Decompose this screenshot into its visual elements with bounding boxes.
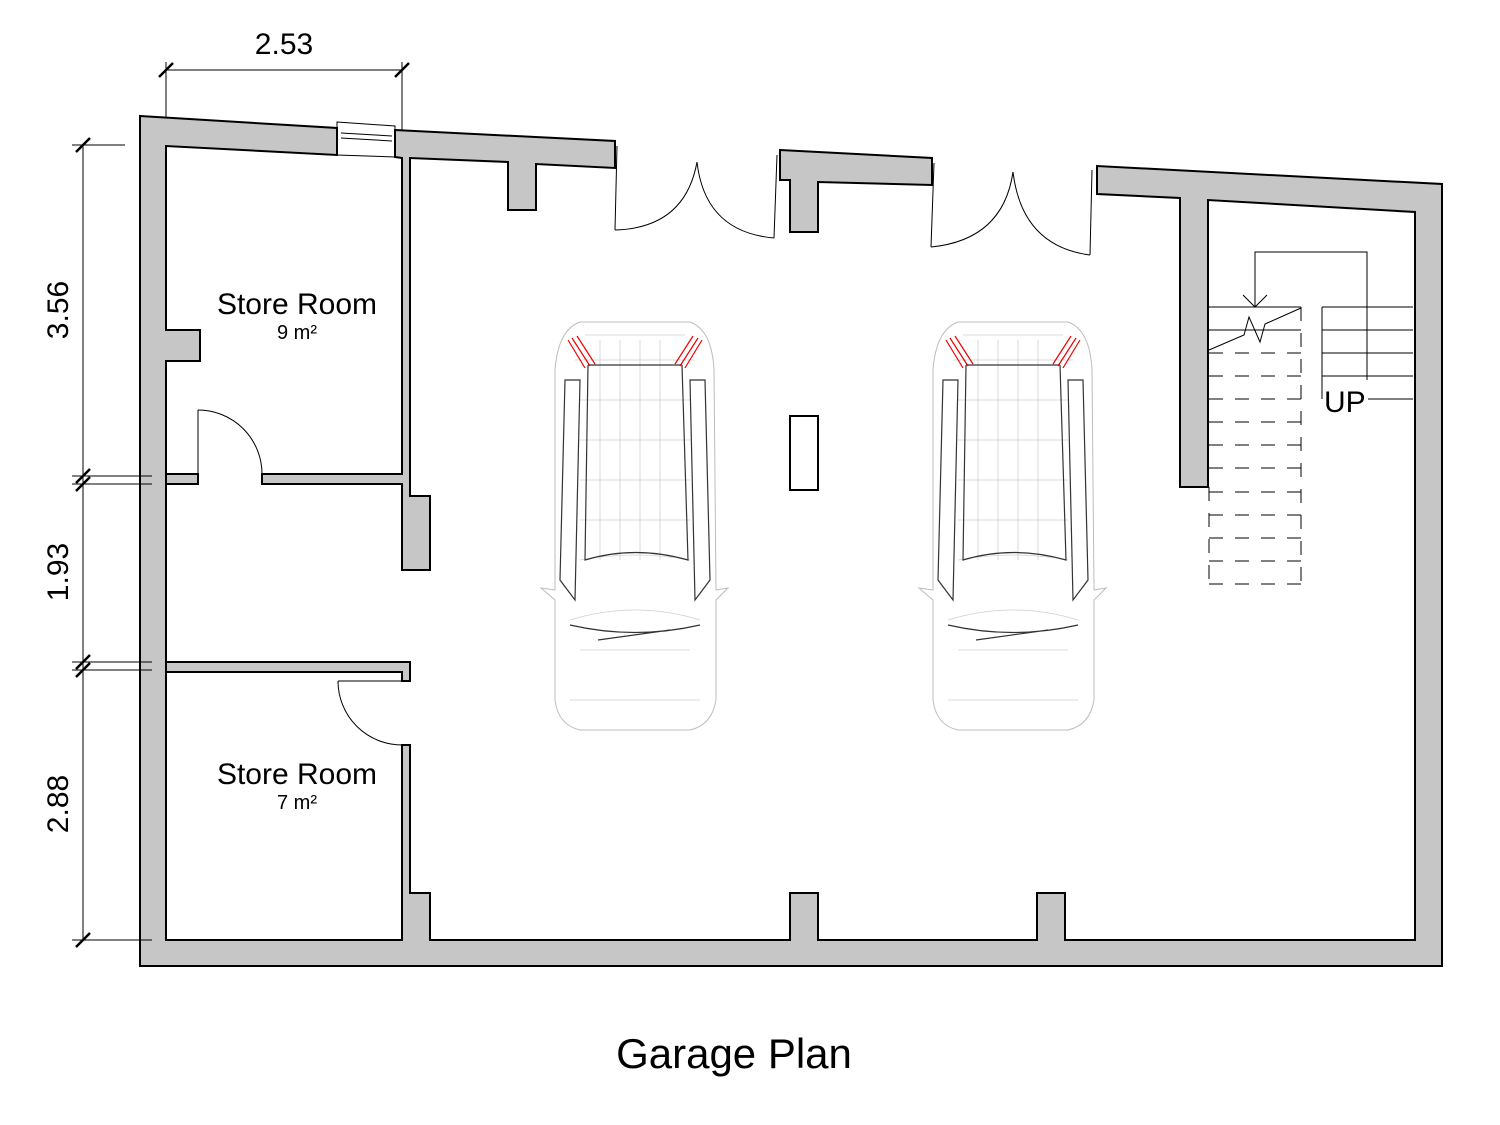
garage-door-1[interactable] — [614, 145, 778, 239]
stair-up-label: UP — [1324, 386, 1366, 419]
dimension-left: 3.56 1.93 2.88 — [42, 137, 152, 948]
doors — [197, 145, 1093, 746]
store-room-2-door[interactable] — [337, 680, 403, 746]
garage-door-2[interactable] — [930, 162, 1093, 256]
partition-stub — [165, 473, 199, 485]
room-label-store-room-2: Store Room 7 m² — [217, 758, 377, 814]
room-name: Store Room — [217, 288, 377, 321]
room-area: 9 m² — [277, 322, 317, 344]
dimension-top: 2.53 — [158, 28, 410, 130]
room-area: 7 m² — [277, 792, 317, 814]
dimension-value: 2.88 — [42, 775, 75, 833]
dimension-value: 2.53 — [255, 28, 313, 61]
top-wall-segment-middle — [779, 148, 933, 233]
car-1 — [539, 321, 730, 731]
top-wall-segment-left — [261, 128, 616, 571]
direction-arrow — [1254, 251, 1368, 380]
column — [789, 415, 819, 491]
outer-wall — [139, 114, 1443, 967]
window — [336, 121, 396, 158]
store-room-partition — [165, 661, 411, 682]
break-line — [1208, 307, 1302, 351]
staircase: UP — [1208, 251, 1413, 585]
dimension-value: 3.56 — [42, 281, 75, 339]
car-2 — [917, 321, 1108, 731]
store-room-1-door[interactable] — [197, 409, 263, 475]
room-name: Store Room — [217, 758, 377, 791]
walls — [139, 114, 1443, 967]
dimension-value: 1.93 — [42, 543, 75, 601]
plan-title: Garage Plan — [616, 1030, 852, 1077]
room-label-store-room-1: Store Room 9 m² — [217, 288, 377, 344]
